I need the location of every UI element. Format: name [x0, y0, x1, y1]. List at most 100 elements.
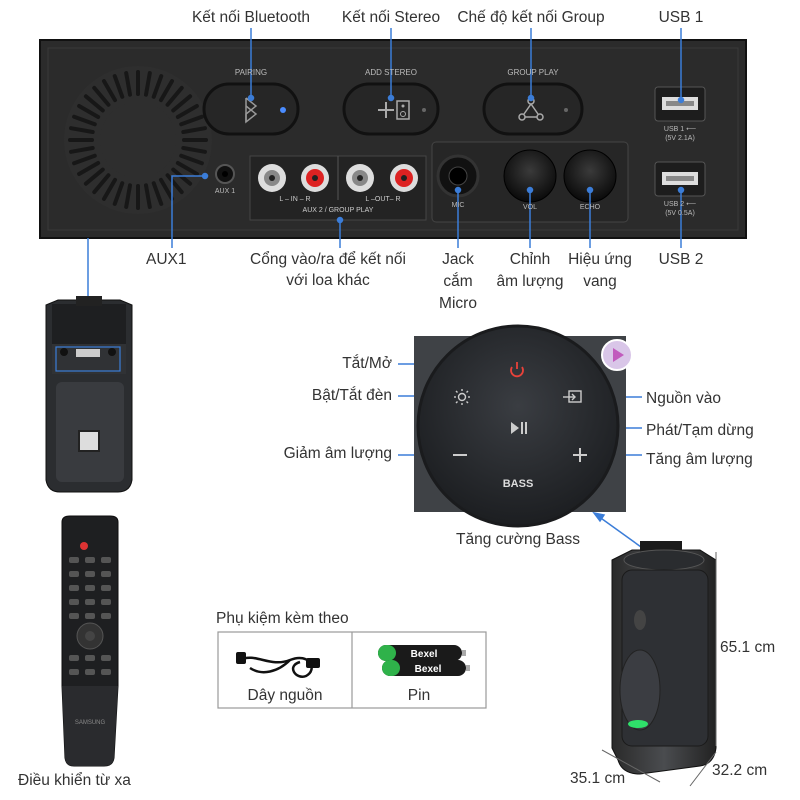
callout-volume-up: Tăng âm lượng [646, 451, 753, 468]
mic-label: MIC [451, 202, 465, 209]
callout-aux1: AUX1 [146, 251, 187, 268]
light-icon [454, 389, 470, 405]
callout-power: Tắt/Mở [342, 355, 392, 372]
grille-slot [171, 94, 193, 113]
dimension-height: 65.1 cm [720, 639, 776, 656]
remote-control: SAMSUNG [61, 515, 119, 767]
callout-echo-line1: Hiệu ứng [568, 251, 632, 268]
remote-button [101, 557, 111, 563]
grille-slot [69, 126, 95, 135]
battery-label: Pin [407, 687, 431, 704]
callout-play-pause: Phát/Tạm dừng [646, 422, 754, 439]
remote-button [101, 655, 111, 661]
remote-button [85, 585, 95, 591]
callout-vol-line2: âm lượng [496, 273, 564, 290]
group-play-label: GROUP PLAY [507, 68, 559, 77]
remote-button [85, 613, 95, 619]
add-stereo-label: ADD STEREO [364, 68, 417, 77]
remote-button [69, 571, 79, 577]
speaker-grille [64, 66, 212, 214]
grille-slot [83, 94, 105, 113]
in-label: L – IN – R [279, 196, 311, 203]
green-led [628, 720, 648, 728]
grille-slot [165, 85, 184, 107]
rca-ports [258, 164, 418, 192]
grille-slot [77, 161, 101, 176]
grille-slot [112, 181, 125, 206]
usb2-spec: (5V 0.5A) [665, 210, 695, 217]
remote-button [101, 585, 111, 591]
callout-group: Chế độ kết nối Group [457, 9, 605, 26]
power-cable-label: Dây nguồn [247, 687, 323, 704]
echo-label: ECHO [579, 204, 601, 211]
grille-slot [69, 145, 95, 154]
grille-slot [72, 153, 97, 166]
remote-button [69, 655, 79, 661]
remote-button [85, 669, 95, 675]
grille-slot [179, 153, 204, 166]
grille-slot [83, 167, 105, 186]
callout-vol-line1: Chỉnh [509, 251, 551, 268]
remote-button [85, 557, 95, 563]
grille-slot [175, 104, 199, 119]
top-panel [39, 39, 747, 239]
speaker-tower-small [45, 296, 133, 493]
callout-usb1: USB 1 [658, 9, 704, 26]
remote-button [101, 613, 111, 619]
source-icon [563, 390, 582, 403]
usb1-port-label: USB 1 ⟵ [663, 126, 697, 133]
callout-light: Bật/Tắt đèn [311, 387, 392, 404]
accessories-box: Bexel Bexel [217, 631, 487, 709]
power-icon [510, 362, 524, 378]
callout-mic-line2: cắm [443, 273, 473, 290]
accessories-title: Phụ kiệm kèm theo [216, 610, 349, 627]
grille-slot [92, 173, 111, 195]
remote-button [69, 613, 79, 619]
grille-slot [165, 173, 184, 195]
callout-aux2-line2: với loa khác [286, 272, 370, 289]
dimension-depth: 32.2 cm [712, 762, 768, 779]
callout-usb2: USB 2 [658, 251, 704, 268]
remote-button [101, 571, 111, 577]
remote-caption: Điều khiển từ xa [18, 772, 131, 789]
usb1-spec: (5V 2.1A) [665, 135, 695, 142]
grille-slot [112, 74, 125, 99]
remote-button [85, 571, 95, 577]
callout-source: Nguồn vào [646, 390, 721, 407]
remote-button [85, 599, 95, 605]
grille-slot [143, 183, 152, 209]
remote-button [69, 669, 79, 675]
remote-brand: SAMSUNG [75, 720, 106, 726]
usb2-port-label: USB 2 ⟵ [663, 201, 697, 208]
callout-mic-line3: Micro [439, 295, 477, 312]
callout-volume-down: Giảm âm lượng [283, 445, 392, 462]
volume-up-icon [573, 448, 587, 462]
grille-slot [151, 181, 164, 206]
aux1-port-label: AUX 1 [214, 188, 236, 195]
grille-slot [92, 85, 111, 107]
remote-button [85, 655, 95, 661]
remote-button [101, 599, 111, 605]
callout-bluetooth: Kết nối Bluetooth [191, 9, 311, 26]
grille-slot [124, 183, 133, 209]
callout-aux2-line1: Cổng vào/ra để kết nối [250, 251, 406, 268]
pairing-label: PAIRING [234, 68, 268, 77]
bass-button-label: BASS [502, 478, 534, 490]
dimension-width: 35.1 cm [570, 770, 626, 787]
grille-slot [102, 177, 117, 201]
play-pause-icon [511, 422, 527, 434]
vol-label: VOL [522, 204, 537, 211]
grille-slot [151, 74, 164, 99]
grille-slot [179, 114, 204, 127]
grille-slot [124, 71, 133, 97]
grille-slot [102, 79, 117, 103]
svg-text:Bexel: Bexel [411, 649, 438, 660]
speaker-tower-large [601, 541, 717, 787]
remote-button [69, 599, 79, 605]
aux2-label: AUX 2 / GROUP PLAY [302, 207, 374, 214]
bt-led [280, 107, 286, 113]
remote-button [69, 585, 79, 591]
grille-slot [159, 177, 174, 201]
out-label: L –OUT– R [365, 196, 401, 203]
